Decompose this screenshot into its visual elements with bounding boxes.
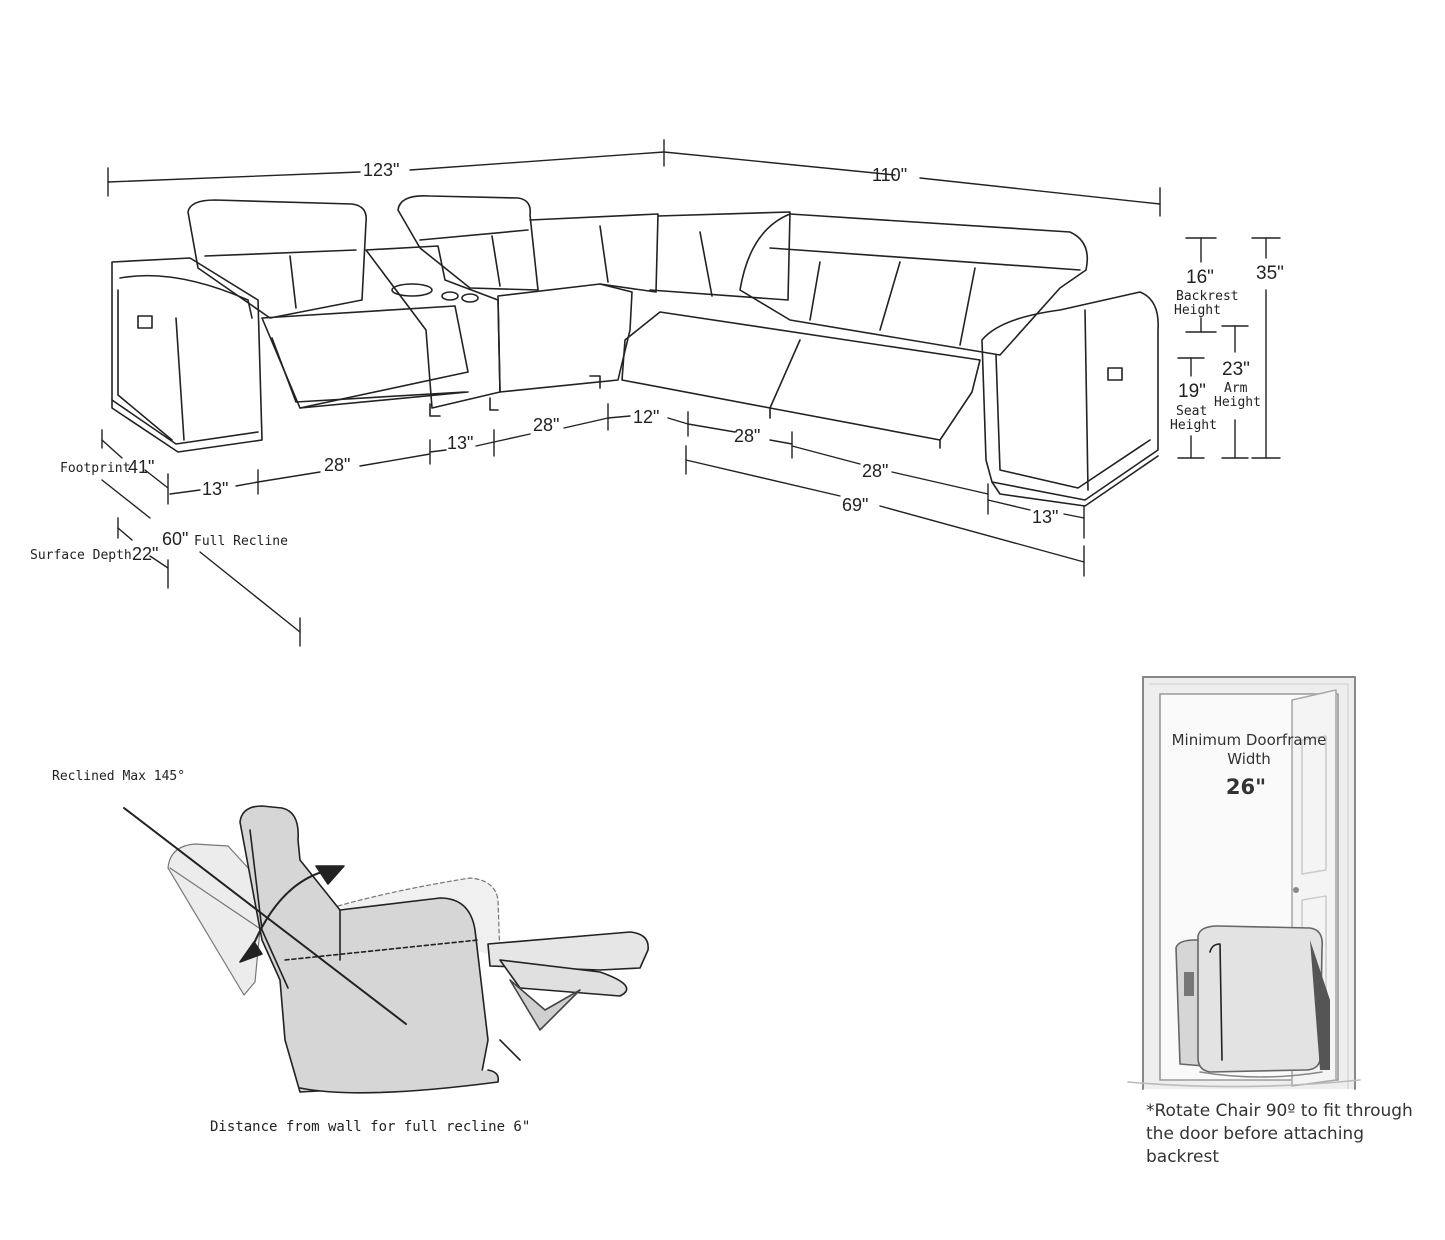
arm-height-dim: 23" bbox=[1222, 359, 1250, 380]
backrest-height-label-1: Backrest bbox=[1176, 289, 1239, 304]
full-recline-dim: 60" bbox=[162, 529, 189, 549]
width-left-dim: 123" bbox=[363, 160, 400, 180]
left-seat-dim: 28" bbox=[324, 455, 351, 475]
seat-height-dim: 19" bbox=[1178, 381, 1206, 402]
wedge-dim: 12" bbox=[633, 407, 660, 427]
right-seat-2-dim: 28" bbox=[862, 461, 889, 481]
wall-distance-label: Distance from wall for full recline 6" bbox=[210, 1119, 531, 1135]
dimension-lines bbox=[101, 139, 1281, 647]
width-right-dim: 110" bbox=[872, 165, 908, 185]
surface-depth-label: Surface Depth bbox=[30, 548, 132, 563]
reclined-max-label: Reclined Max 145° bbox=[52, 769, 186, 784]
right-seat-1-dim: 28" bbox=[734, 426, 761, 446]
right-arm-dim: 13" bbox=[1032, 507, 1059, 527]
arm-height-label-1: Arm bbox=[1224, 381, 1248, 396]
left-arm-dim: 13" bbox=[202, 479, 229, 499]
console-dim: 13" bbox=[447, 433, 474, 453]
sectional-sofa-drawing bbox=[111, 194, 1159, 507]
footprint-dim: 41" bbox=[128, 457, 155, 477]
doorframe-drawing bbox=[1127, 676, 1361, 1090]
seat-height-label-2: Height bbox=[1170, 418, 1217, 433]
footprint-label: Footprint bbox=[60, 461, 131, 476]
seat-height-label-1: Seat bbox=[1176, 404, 1208, 419]
arm-height-label-2: Height bbox=[1214, 395, 1261, 410]
rotate-chair-note: *Rotate Chair 90º to fit through the doo… bbox=[1146, 1101, 1413, 1167]
doorframe-title-2: Width bbox=[1227, 750, 1271, 768]
doorframe-title-1: Minimum Doorframe bbox=[1171, 731, 1327, 749]
backrest-height-dim: 16" bbox=[1186, 267, 1214, 288]
total-height-dim: 35" bbox=[1256, 263, 1284, 284]
surface-depth-dim: 22" bbox=[132, 544, 159, 564]
full-recline-label: Full Recline bbox=[194, 534, 288, 549]
recliner-side-drawing bbox=[123, 805, 649, 1094]
right-run-dim: 69" bbox=[842, 495, 869, 515]
doorframe-width: 26" bbox=[1225, 775, 1267, 799]
mid-seat-dim: 28" bbox=[533, 415, 560, 435]
backrest-height-label-2: Height bbox=[1174, 303, 1221, 318]
